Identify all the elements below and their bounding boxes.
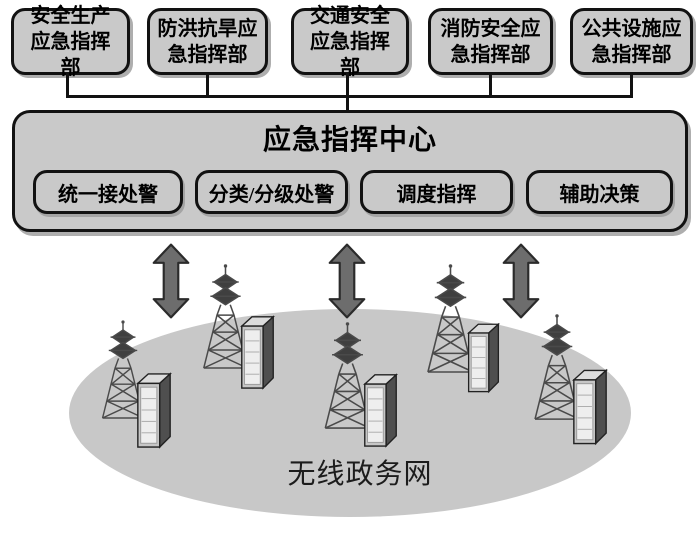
function-label: 统一接处警 bbox=[58, 183, 158, 206]
function-box-dispatch-command: 调度指挥 bbox=[360, 170, 513, 214]
command-center-title: 应急指挥中心 bbox=[262, 125, 437, 156]
connector-bus-line bbox=[66, 95, 633, 98]
updown-arrow-icon bbox=[501, 239, 541, 323]
connector-stub bbox=[489, 73, 492, 97]
department-box-fire-safety: 消防安全应急指挥部 bbox=[428, 8, 553, 75]
function-box-classified-alarm: 分类/分级处警 bbox=[195, 170, 348, 214]
connector-stub bbox=[206, 73, 209, 97]
updown-arrow-icon bbox=[151, 239, 191, 323]
department-box-flood-drought: 防洪抗旱应急指挥部 bbox=[147, 8, 268, 75]
connector-stub bbox=[630, 73, 633, 97]
server-rack-icon bbox=[135, 371, 173, 449]
connector-drop-line bbox=[346, 95, 349, 112]
connector-stub bbox=[66, 73, 69, 97]
server-rack-icon bbox=[571, 367, 609, 446]
department-label: 安全生产应急指挥部 bbox=[30, 4, 111, 79]
server-rack-icon bbox=[362, 372, 399, 448]
function-box-decision-support: 辅助决策 bbox=[526, 170, 673, 214]
server-rack-icon bbox=[239, 314, 276, 390]
function-label: 调度指挥 bbox=[396, 183, 477, 206]
department-label: 消防安全应急指挥部 bbox=[440, 17, 541, 66]
network-label: 无线政务网 bbox=[287, 459, 433, 490]
department-label: 防洪抗旱应急指挥部 bbox=[157, 17, 258, 66]
department-box-safety-production: 安全生产应急指挥部 bbox=[11, 5, 130, 79]
department-label: 交通安全应急指挥部 bbox=[310, 4, 390, 79]
department-box-traffic-safety: 交通安全应急指挥部 bbox=[291, 5, 409, 79]
department-box-public-facilities: 公共设施应急指挥部 bbox=[570, 8, 693, 75]
function-label: 分类/分级处警 bbox=[208, 183, 335, 206]
connector-stub bbox=[346, 73, 349, 97]
function-box-unified-alarm: 统一接处警 bbox=[33, 170, 183, 214]
command-center-box: 应急指挥中心 统一接处警 分类/分级处警 调度指挥 辅助决策 bbox=[12, 110, 688, 232]
department-label: 公共设施应急指挥部 bbox=[581, 17, 682, 66]
function-label: 辅助决策 bbox=[559, 183, 640, 206]
updown-arrow-icon bbox=[327, 239, 367, 323]
server-rack-icon bbox=[466, 321, 501, 394]
